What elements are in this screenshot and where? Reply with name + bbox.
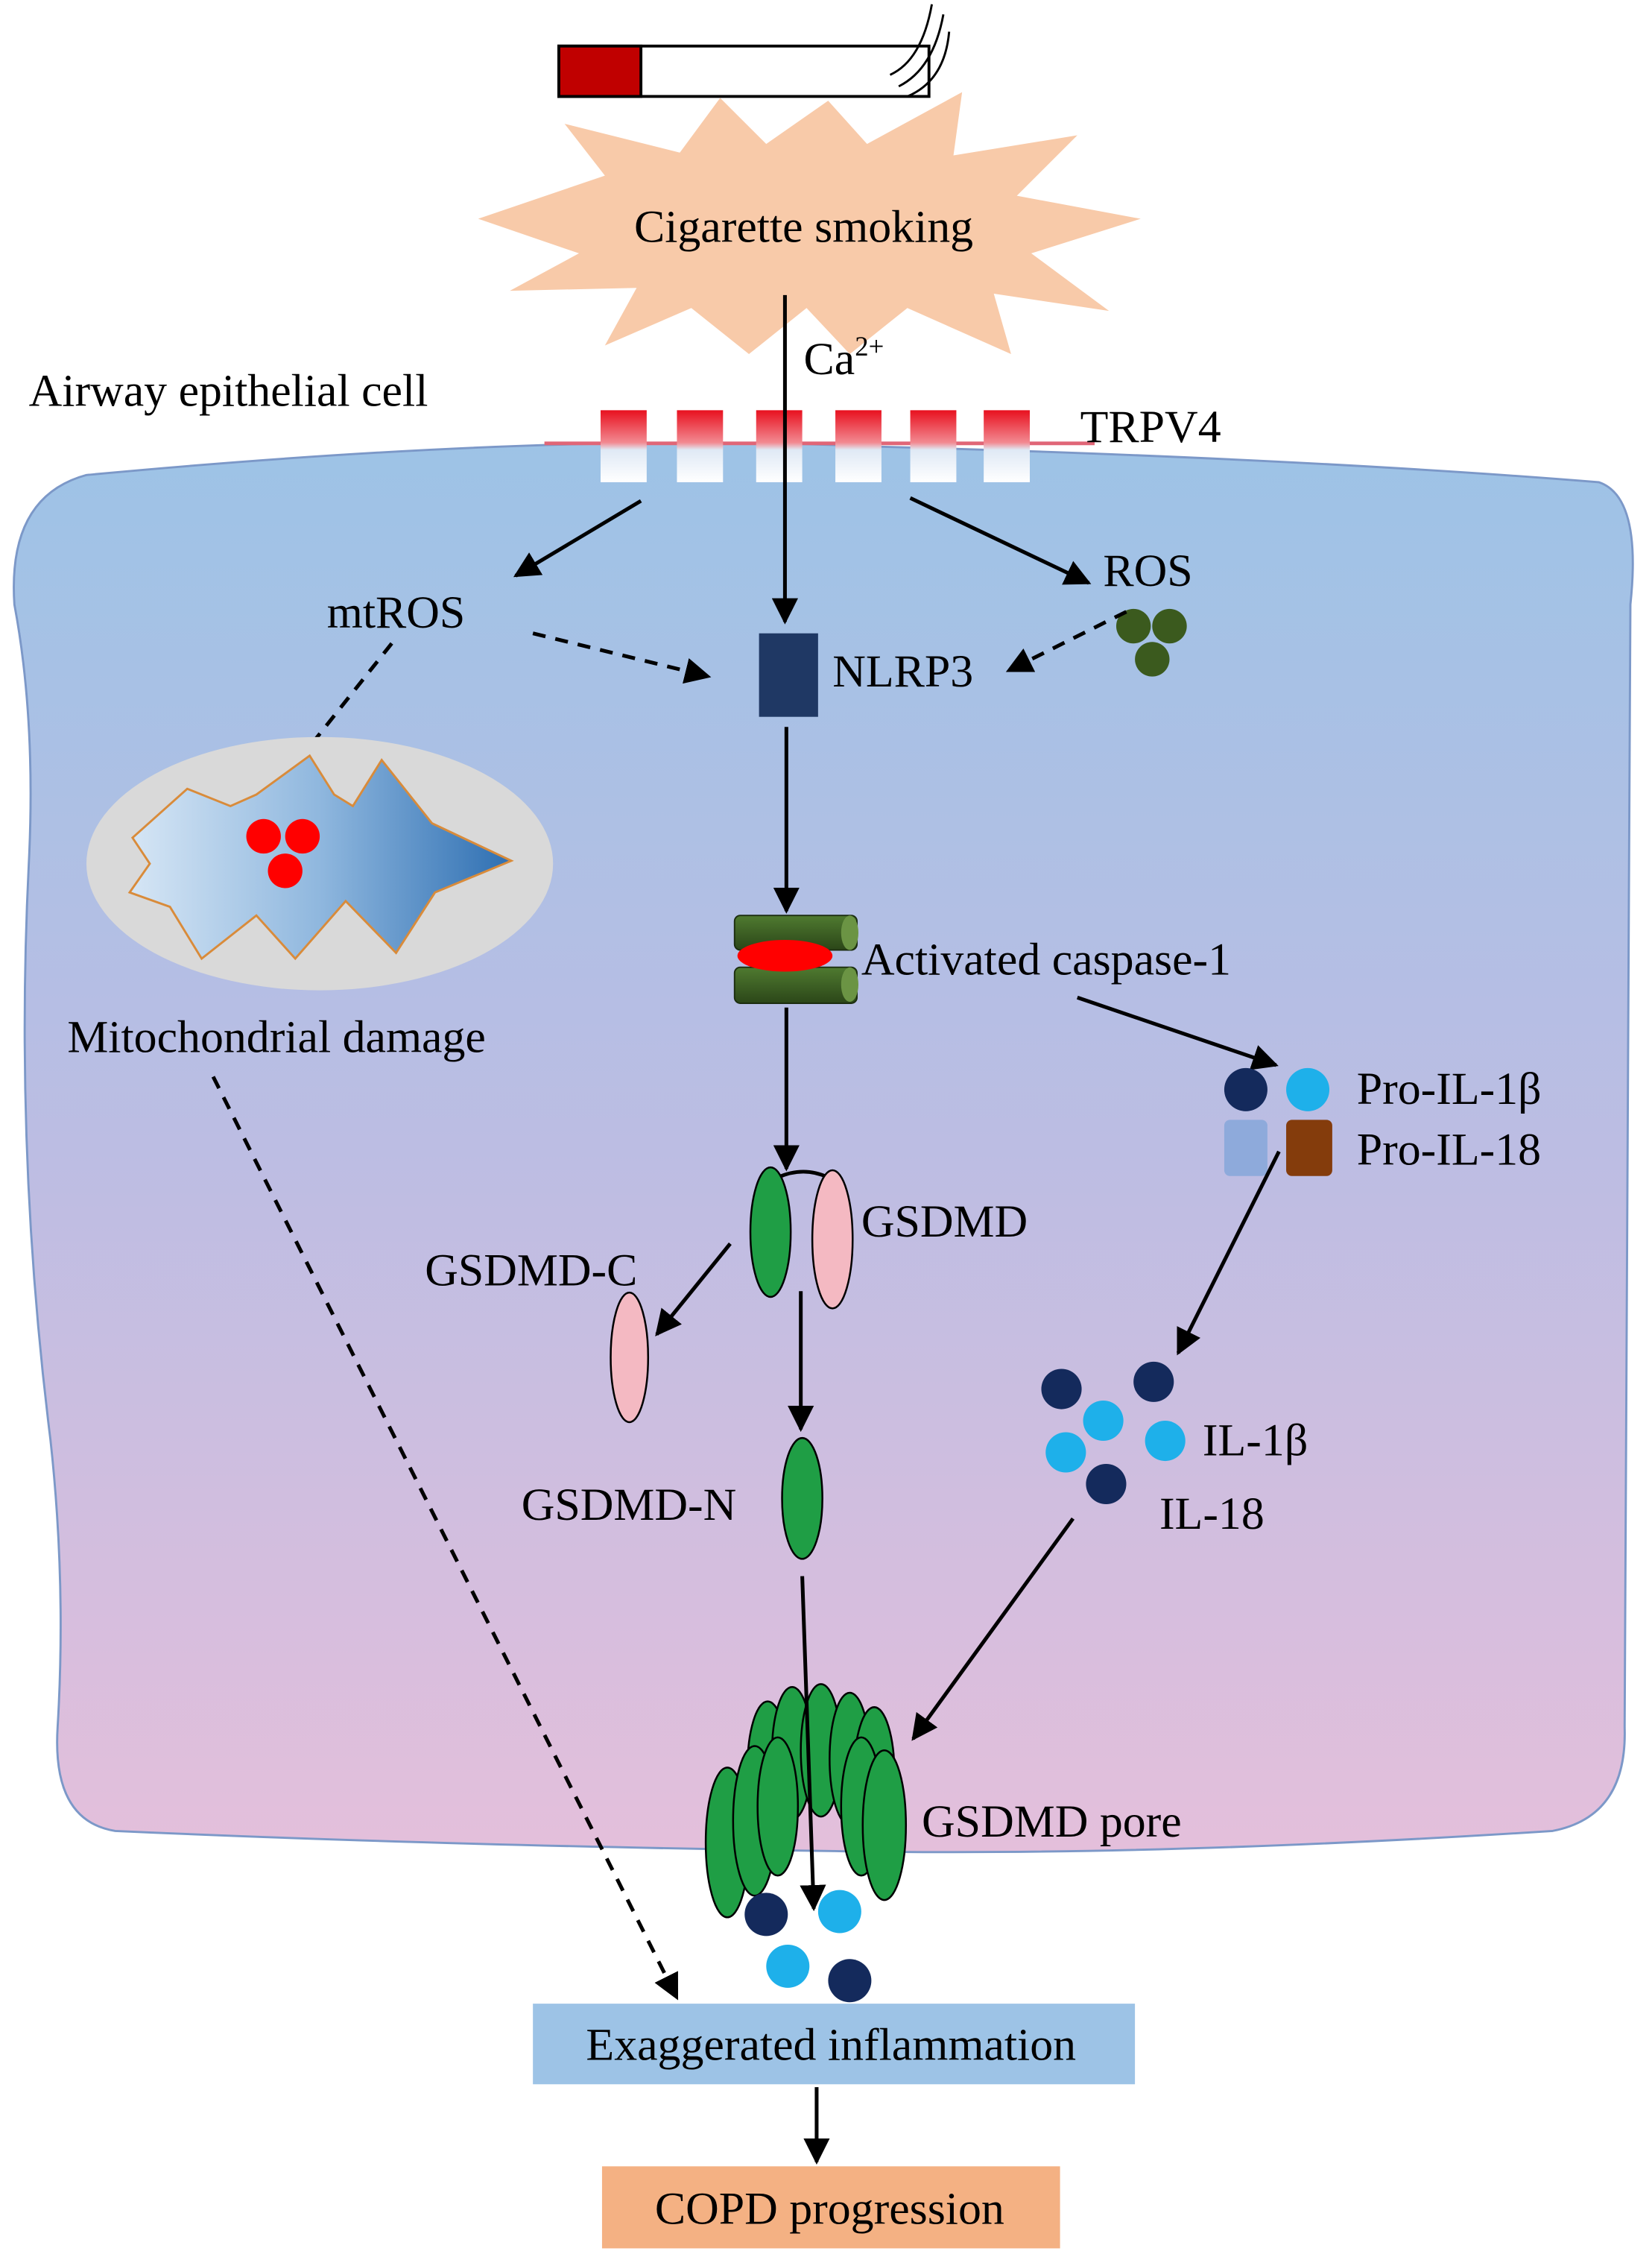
il-1b-molecule — [1086, 1463, 1127, 1505]
mitochondrion-icon — [86, 736, 554, 991]
caspase-subunit-end — [841, 915, 858, 950]
pore-subunit — [861, 1749, 908, 1901]
dashed-arrow-mitochondria-to-inflammation — [211, 1076, 679, 2001]
ros-molecule — [1152, 608, 1187, 644]
pro-il-18-label: Pro-IL-18 — [1357, 1124, 1541, 1175]
gsdmd-c-domain — [811, 1169, 854, 1310]
ros-molecule — [1115, 608, 1151, 644]
trpv4-channel — [910, 410, 957, 482]
arrow-trpv4-to-ros — [909, 496, 1092, 585]
gsdmd-label: GSDMD — [861, 1196, 1028, 1247]
ros-molecule — [1135, 642, 1170, 677]
pro-il-18-head — [1286, 1067, 1330, 1111]
caspase-active-site — [737, 940, 833, 972]
nlrp3-block — [759, 633, 818, 717]
mitochondrial-damage-label: Mitochondrial damage — [67, 1012, 486, 1063]
trpv4-channels — [601, 410, 1031, 482]
arrow-gsdmd-to-c — [655, 1242, 732, 1336]
trpv4-channel — [835, 410, 882, 482]
calcium-symbol: Ca — [804, 334, 855, 385]
mtros-label: mtROS — [327, 587, 466, 638]
trpv4-channel — [984, 410, 1031, 482]
cigarette-smoking-label: Cigarette smoking — [634, 201, 973, 252]
pore-subunit — [756, 1736, 800, 1877]
damage-dot — [285, 818, 320, 854]
gsdmd-c-fragment — [610, 1291, 650, 1424]
inflammation-label: Exaggerated inflammation — [586, 2019, 1076, 2070]
dashed-arrow-mtros-to-nlrp3 — [532, 631, 712, 684]
released-il-18 — [817, 1890, 861, 1934]
pro-il-18-prodomain — [1286, 1120, 1332, 1176]
il-18-molecule — [1145, 1421, 1186, 1462]
gsdmd-n-fragment — [781, 1436, 823, 1560]
il-1b-label: IL-1β — [1203, 1415, 1308, 1465]
caspase-subunit — [733, 966, 858, 1004]
il-18-label: IL-18 — [1159, 1489, 1265, 1539]
pro-il-1b-head — [1224, 1067, 1268, 1111]
pro-il-1b-prodomain — [1224, 1120, 1268, 1176]
activated-caspase-1-label: Activated caspase-1 — [861, 934, 1231, 985]
cigarette-icon — [557, 4, 951, 98]
released-il-18 — [766, 1944, 810, 1988]
gsdmd-c-label: GSDMD-C — [425, 1246, 637, 1296]
gsdmd-pore-label: GSDMD pore — [922, 1796, 1182, 1847]
damage-dot — [268, 853, 303, 888]
ros-label: ROS — [1103, 546, 1192, 596]
trpv4-label: TRPV4 — [1080, 402, 1221, 452]
arrow-caspase-to-pro-il — [1076, 995, 1279, 1070]
arrow-pro-il-to-il — [1176, 1150, 1281, 1356]
il-1b-molecule — [1041, 1369, 1082, 1410]
released-il-1b — [744, 1893, 788, 1936]
arrow-gsdmd-n-to-pore — [800, 1576, 826, 1912]
trpv4-channel — [601, 410, 647, 482]
gsdmd-n-domain — [749, 1166, 792, 1298]
il-1b-molecule — [1133, 1361, 1174, 1402]
mitochondrion-cristae — [127, 754, 514, 961]
smoke-line — [889, 4, 933, 76]
cell-label: Airway epithelial cell — [29, 366, 428, 417]
calcium-label: Ca2+ — [804, 331, 884, 385]
damage-dot — [246, 818, 281, 854]
il-18-molecule — [1045, 1432, 1086, 1473]
cigarette-smoking-burst — [478, 92, 1141, 355]
caspase-subunit-end — [841, 967, 858, 1003]
il-18-molecule — [1083, 1400, 1124, 1442]
copd-box — [601, 2166, 1060, 2249]
smoke-line — [898, 14, 945, 88]
pro-il-1b-label: Pro-IL-1β — [1357, 1064, 1542, 1114]
nlrp3-label: NLRP3 — [832, 646, 973, 697]
cigarette-tip — [557, 44, 643, 98]
gsdmd-n-label: GSDMD-N — [522, 1480, 737, 1530]
trpv4-channel — [756, 410, 803, 482]
inflammation-box — [533, 2004, 1136, 2085]
caspase-1-icon — [733, 915, 858, 1004]
arrow-trpv4-to-mtros — [513, 499, 642, 578]
trpv4-channel — [677, 410, 724, 482]
copd-label: COPD progression — [655, 2184, 1004, 2235]
calcium-charge: 2+ — [855, 331, 884, 362]
smoke-line — [907, 31, 951, 98]
released-il-1b — [828, 1959, 872, 2003]
arrow-il-to-pore — [911, 1517, 1075, 1741]
